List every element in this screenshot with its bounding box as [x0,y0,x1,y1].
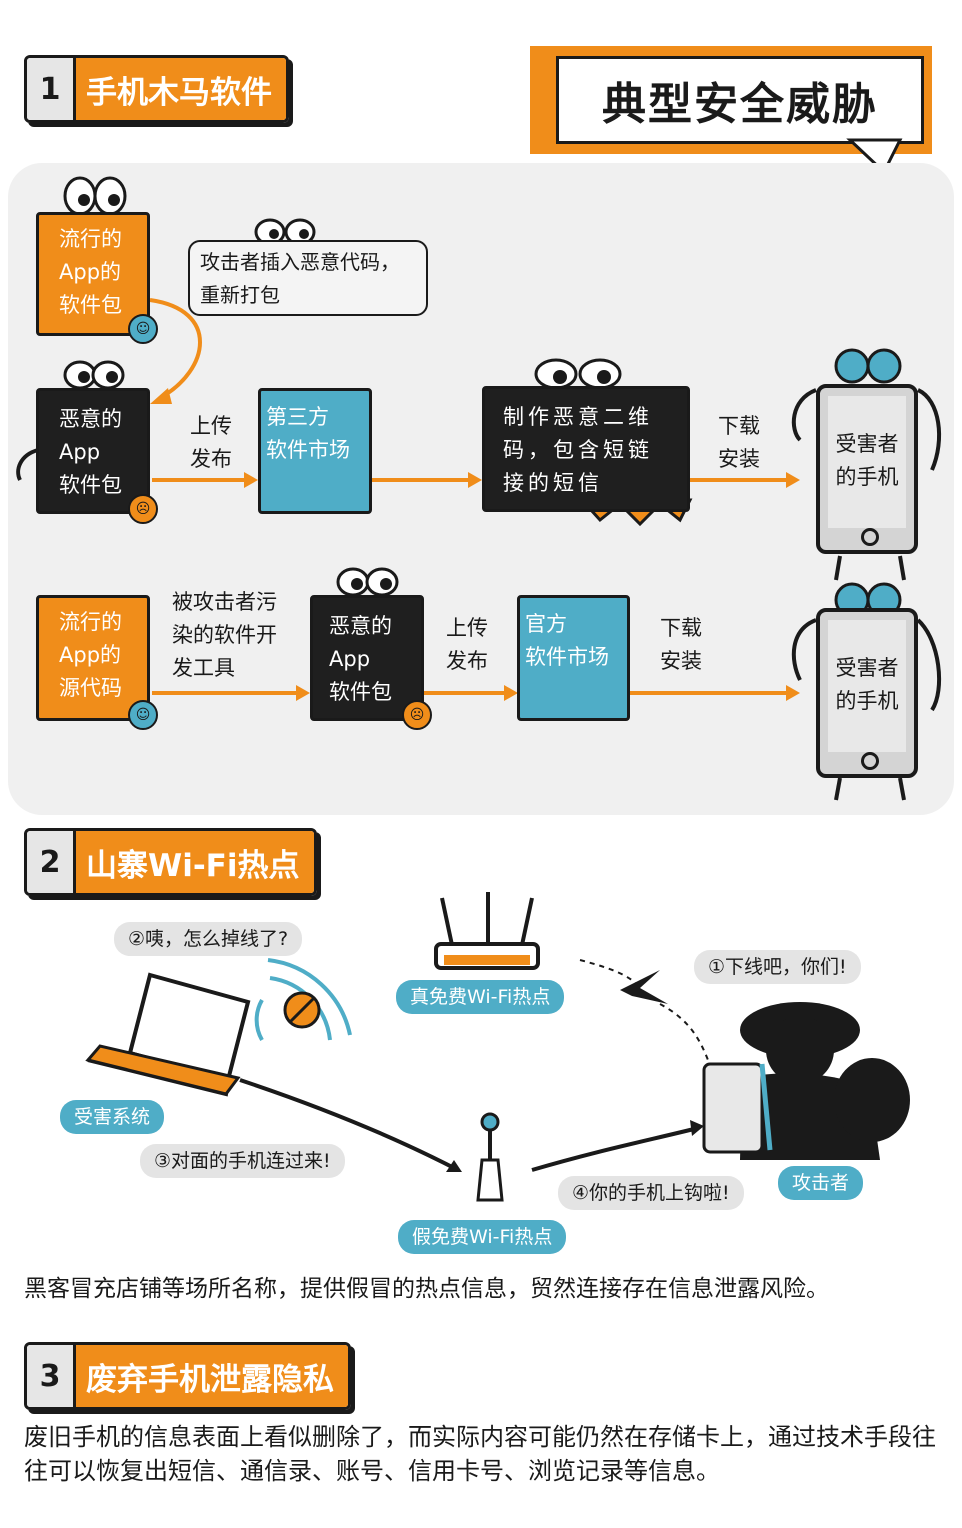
section-2-header: 2 山寨Wi-Fi热点 [24,828,317,896]
download-label-2: 下载 安装 [660,616,702,673]
laptop-icon [85,972,251,1097]
speech-connect: ③对面的手机连过来! [140,1144,345,1178]
polluted-tools-label: 被攻击者污 染的软件开 发工具 [172,590,277,680]
angry-face-icon-2: ☹ [402,700,432,730]
speech-hooked: ④你的手机上钩啦! [558,1176,744,1210]
popular-app-source: 流行的 App的 源代码 [36,595,150,721]
banner-title: 典型安全威胁 [556,56,924,144]
upload-label-2: 上传 发布 [446,616,488,673]
section-2-number: 2 [27,831,76,893]
malicious-sms-box: 制作恶意二维 码，包含短链 接的短信 [482,386,690,512]
real-hotspot-label: 真免费Wi-Fi热点 [396,980,565,1014]
attacker-label: 攻击者 [778,1166,864,1200]
router-icon [434,892,540,970]
popular-app-package: 流行的 App的 软件包 [36,212,150,336]
section-2-title: 山寨Wi-Fi热点 [76,831,314,893]
section-3-title: 废弃手机泄露隐私 [76,1345,348,1407]
malicious-app-package-1: 恶意的 App 软件包 [36,388,150,514]
shuriken-icon [620,970,668,1004]
wifi-description: 黑客冒充店铺等场所名称，提供假冒的热点信息，贸然连接存在信息泄露风险。 [24,1276,829,1302]
official-market-box: 官方 软件市场 [517,595,630,721]
disposal-description: 废旧手机的信息表面上看似删除了，而实际内容可能仍然在存储卡上，通过技术手段往往可… [24,1423,936,1485]
trojan-flow-panel [8,163,954,815]
speech-attacker: ①下线吧，你们! [694,950,861,984]
smile-face-icon-2: ☺ [128,700,158,730]
upload-label-1: 上传 发布 [190,414,232,471]
victim-phone-label-2: 受害者 的手机 [835,656,899,713]
section-1-title: 手机木马软件 [76,58,286,120]
victim-phone-label-1: 受害者 的手机 [835,432,899,489]
victim-phone-1: 受害者 的手机 [816,384,918,554]
victim-phone-2: 受害者 的手机 [816,608,918,778]
fake-hotspot-label: 假免费Wi-Fi热点 [398,1220,567,1254]
attacker-note-bubble: 攻击者插入恶意代码， 重新打包 [188,240,428,316]
third-party-market-box: 第三方 软件市场 [258,388,372,514]
section-3-number: 3 [27,1345,76,1407]
fake-hotspot-icon [476,1112,504,1202]
angry-face-icon: ☹ [128,494,158,524]
victim-system-label: 受害系统 [60,1100,165,1134]
section-3-header: 3 废弃手机泄露隐私 [24,1342,351,1410]
malicious-app-package-2: 恶意的 App 软件包 [310,595,424,721]
download-label-1: 下载 安装 [718,414,760,471]
section-1-header: 1 手机木马软件 [24,55,289,123]
wifi-scene-drawing [85,892,910,1202]
smile-face-icon: ☺ [128,314,158,344]
section-1-number: 1 [27,58,76,120]
speech-disconnect: ②咦，怎么掉线了? [114,922,303,956]
attacker-figure [702,1002,910,1160]
